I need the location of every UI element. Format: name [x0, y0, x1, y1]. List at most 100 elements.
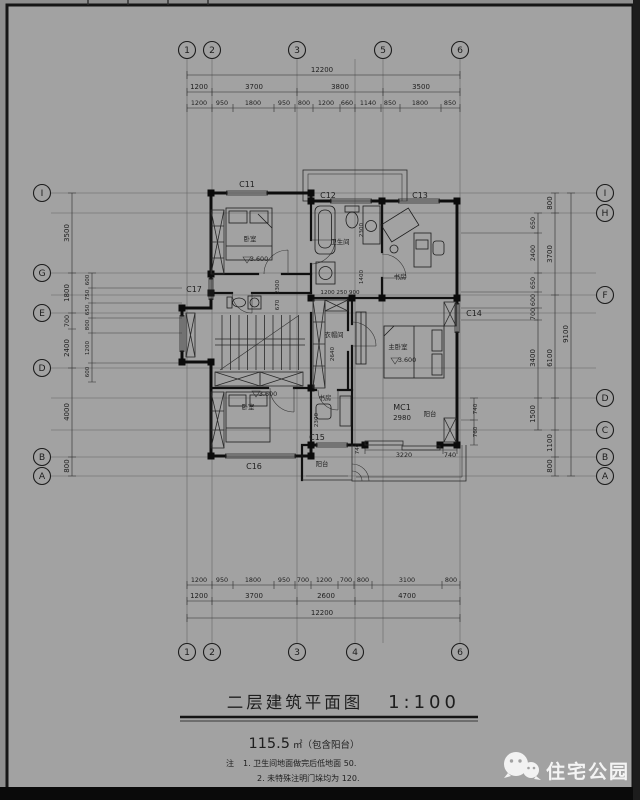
dim-label: 3700 [245, 592, 263, 600]
dim-label: 700 [529, 308, 537, 320]
dim-label: 2300 [275, 279, 281, 294]
dim-label: 800 [298, 99, 310, 107]
grid-label: 3 [294, 647, 300, 658]
grid-label: A [602, 471, 609, 482]
dim-label: 800 [85, 319, 91, 330]
dim-label: 650 [529, 277, 537, 289]
dim-label: 3700 [546, 245, 554, 263]
dim-label: 950 [278, 576, 290, 584]
dim-label: 2300 [314, 412, 320, 427]
dim-label: 950 [216, 576, 228, 584]
dim-label: 660 [341, 99, 353, 107]
grid-label: 1 [184, 45, 190, 56]
dim-label: 740 [355, 443, 361, 454]
grid-label: 5 [380, 45, 386, 56]
grid-label: I [41, 188, 44, 199]
dimension-chains [68, 71, 575, 622]
area-suffix: ㎡（包含阳台） [293, 739, 360, 751]
drawing-scale: 1:100 [388, 692, 460, 713]
dim-label: 700 [63, 315, 71, 327]
dim-label: 650 [85, 304, 91, 315]
windows [179, 190, 460, 459]
grid-label: D [601, 393, 608, 404]
dim-label: 1140 [360, 99, 376, 107]
dim-label: 3800 [331, 83, 349, 91]
dim-label: 1200 [190, 83, 208, 91]
dim-label: 2640 [330, 346, 336, 361]
window-label: C11 [239, 180, 255, 189]
dim-label: 9100 [562, 325, 570, 343]
grid-bubble-labels: 1 2 3 5 6 1 2 3 4 6 I G E D B A I H F D … [38, 45, 608, 658]
dim-label: 950 [278, 99, 290, 107]
dim-label: 1400 [359, 269, 365, 284]
dim-label: 1200 [191, 576, 207, 584]
drawing-title: 二层建筑平面图 [227, 693, 364, 712]
grid-label: 3 [294, 45, 300, 56]
level-mark: 3.600 [398, 356, 416, 364]
room-label: 卧室 [244, 234, 257, 243]
dimension-labels-right: 650 2400 650 600 700 3400 1500 800 3700 … [529, 196, 570, 472]
dim-label: 670 [275, 299, 281, 310]
balconies [302, 445, 467, 482]
grid-label: 6 [457, 647, 463, 658]
grid-label: I [604, 188, 607, 199]
dim-label: 1200 [316, 576, 332, 584]
dim-label: 2600 [317, 592, 335, 600]
grid-label: 6 [457, 45, 463, 56]
grid-label: C [602, 425, 608, 436]
room-label: 阳台 [424, 409, 437, 418]
dim-label: 600 [85, 366, 91, 377]
window-label: C16 [246, 462, 262, 471]
dim-label: 1200 [85, 340, 91, 355]
grid-label: B [602, 452, 608, 463]
dim-label: 3500 [412, 83, 430, 91]
window-label: C14 [466, 309, 482, 318]
dim-label: 1200 [318, 99, 334, 107]
dim-label: 850 [444, 99, 456, 107]
title-block: 二层建筑平面图 1:100 115.5 ㎡（包含阳台） 注 1. 卫生间地面做完… [180, 692, 478, 783]
dim-label: 800 [63, 459, 71, 472]
dim-label: 740 [473, 403, 479, 414]
dim-label: 800 [445, 576, 457, 584]
room-label: 阳台 [316, 459, 329, 468]
door-label: MC1 [393, 403, 411, 412]
dimension-labels-top: 12200 1200 3700 3800 3500 1200 950 1800 … [190, 66, 456, 107]
room-label: 卧室 [242, 402, 255, 411]
note-line: 2. 未特殊注明门垛均为 120. [257, 773, 360, 783]
dim-label: 950 [216, 99, 228, 107]
dimension-labels-bottom: 1200 950 1800 950 700 1200 700 800 3100 … [190, 576, 457, 617]
dim-label: 800 [546, 459, 554, 472]
grid-label: H [602, 208, 609, 219]
grid-label: E [39, 308, 45, 319]
dim-label: 1500 [529, 405, 537, 423]
window-label: C12 [320, 191, 336, 200]
dim-label: 1200 [190, 592, 208, 600]
dim-label: 6100 [546, 349, 554, 367]
note-mark: 注 [226, 758, 234, 768]
grid-label: 1 [184, 647, 190, 658]
note-line: 1. 卫生间地面做完后低地面 50. [243, 758, 356, 768]
room-label: 卫生间 [330, 237, 349, 246]
dim-label: 3400 [529, 349, 537, 367]
mc1-sliding-door [364, 440, 441, 451]
grid-bubbles [32, 40, 615, 662]
dim-label: 12200 [311, 609, 333, 617]
dim-label: 3500 [63, 224, 71, 242]
dim-label: 600 [85, 274, 91, 285]
dim-label: 800 [546, 196, 554, 209]
dim-label: 1800 [63, 284, 71, 302]
grid-label: D [38, 363, 45, 374]
room-label: 主卧室 [388, 342, 408, 351]
dim-label: 650 [529, 217, 537, 229]
dim-label: 4000 [63, 403, 71, 421]
room-label: 书房 [394, 272, 407, 281]
level-mark: 3.600 [259, 390, 277, 398]
dim-label: 1800 [412, 99, 428, 107]
dim-label: 1200 [191, 99, 207, 107]
door-size: 2980 [393, 414, 411, 422]
dim-label: 700 [297, 576, 309, 584]
wechat-icon [504, 752, 541, 780]
dim-label: 760 [473, 426, 479, 437]
area-value: 115.5 [248, 736, 290, 752]
